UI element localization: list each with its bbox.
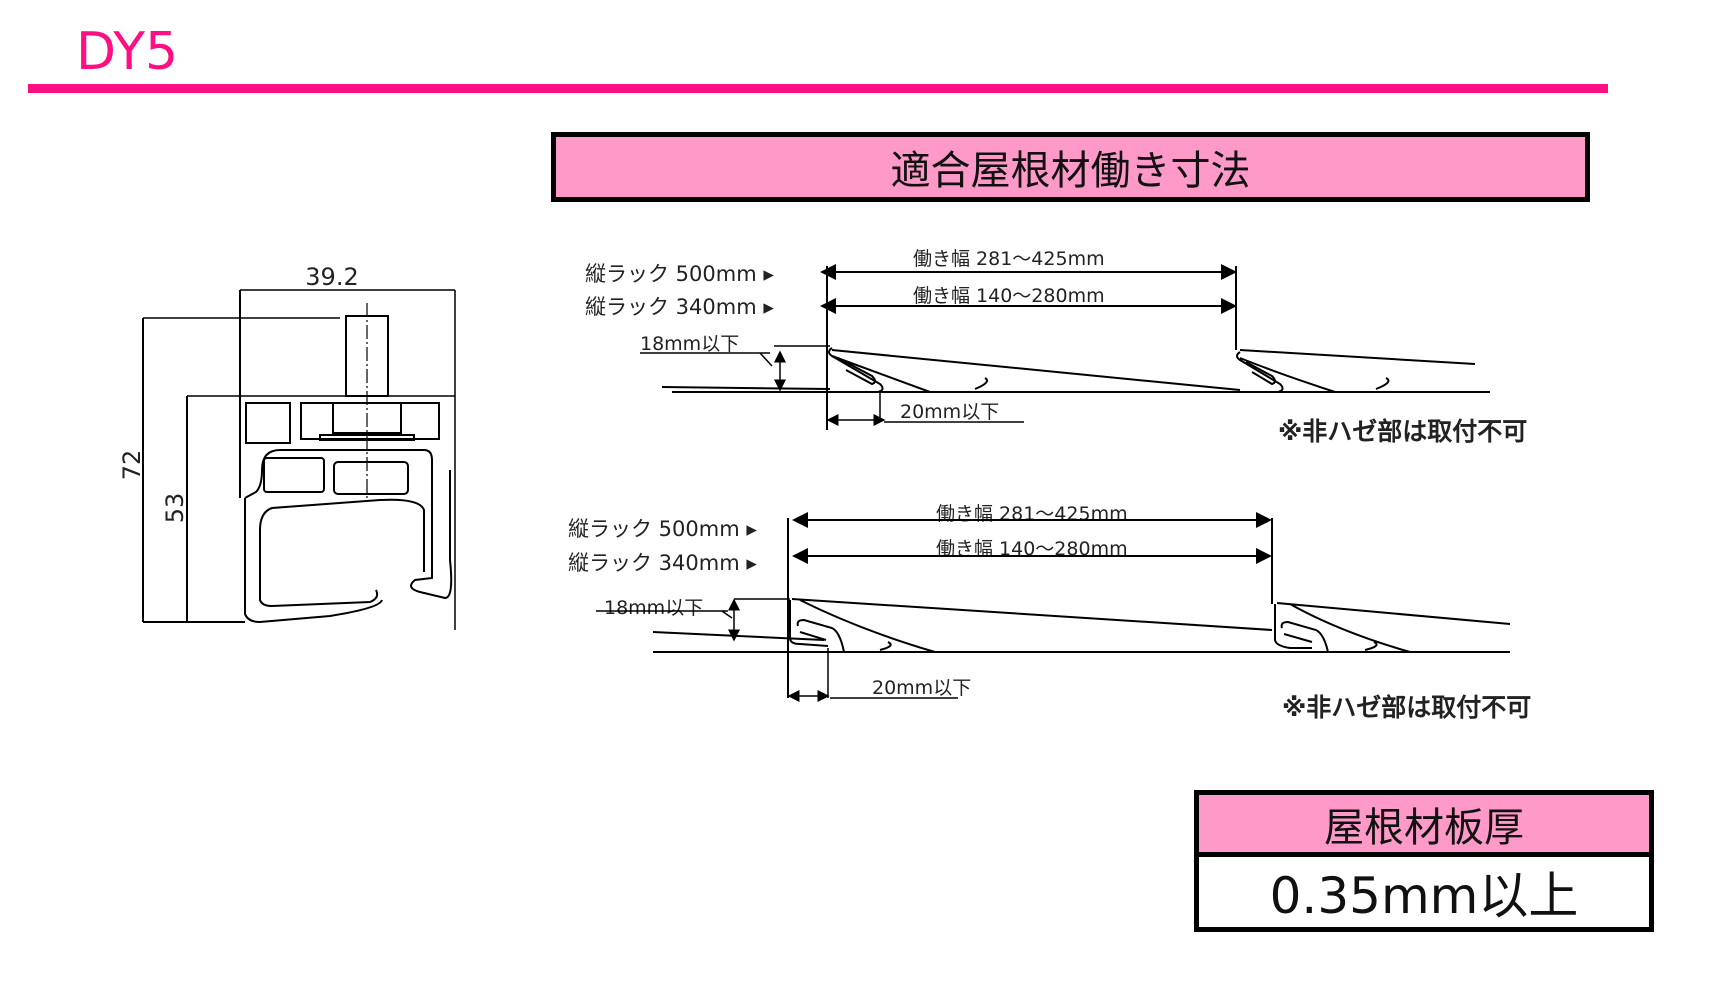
rail-cross-section [142, 289, 456, 630]
inner-cavity-right [379, 498, 425, 572]
nut-upper [332, 402, 402, 434]
underlap-line [652, 631, 825, 641]
dim-label-width: 39.2 [305, 263, 358, 291]
section-title-box: 適合屋根材働き寸法 [551, 132, 1590, 202]
seam-height-label: 18mm以下 [640, 333, 739, 355]
seam-depth-label: 20mm以下 [872, 677, 971, 699]
rail-body [244, 449, 453, 600]
seam-height-leader-diag [721, 610, 733, 619]
inner-slot-left [263, 457, 325, 493]
roof-panel-1 [789, 598, 1273, 653]
roof-panel-2 [1236, 349, 1476, 393]
thickness-table: 屋根材板厚 0.35mm以上 [1194, 790, 1654, 932]
thickness-table-header: 屋根材板厚 [1199, 795, 1649, 857]
nut-lower [333, 461, 409, 495]
seam-fold-2 [1245, 361, 1276, 386]
title-underline [28, 84, 1608, 93]
rack-500-label: 縦ラック 500mm ▸ [585, 262, 774, 286]
roof-panel-1 [828, 347, 1241, 393]
seam-fold-2 [1280, 620, 1329, 653]
seam-fold-1 [796, 618, 845, 653]
underlap-line [661, 386, 831, 390]
dim-label-72: 72 [118, 450, 146, 481]
dim-label-53: 53 [161, 493, 189, 524]
seam-diagram-1: 縦ラック 500mm ▸ 縦ラック 340mm ▸ 働き幅 281～425mm … [585, 248, 1527, 446]
inner-cavity [259, 499, 381, 608]
seam-height-label: 18mm以下 [604, 597, 703, 619]
seam-depth-label: 20mm以下 [900, 401, 999, 423]
seam-fold-1 [837, 357, 876, 386]
rack-340-label: 縦ラック 340mm ▸ [585, 295, 774, 319]
thickness-table-value: 0.35mm以上 [1199, 857, 1649, 927]
roof-panel-2 [1274, 602, 1511, 653]
seam-diagram-2: 縦ラック 500mm ▸ 縦ラック 340mm ▸ 働き幅 281～425mm … [568, 503, 1531, 722]
seam-height-leader-diag [759, 352, 773, 367]
page-title: DY5 [76, 22, 179, 82]
work-width-500: 働き幅 281～425mm [936, 503, 1128, 525]
rail-lower [244, 498, 383, 624]
note-text: ※非ハゼ部は取付不可 [1282, 693, 1531, 722]
work-width-340: 働き幅 140～280mm [913, 285, 1105, 307]
washer [319, 434, 415, 441]
small-square [245, 402, 291, 444]
rack-500-label: 縦ラック 500mm ▸ [568, 517, 757, 541]
rack-340-label: 縦ラック 340mm ▸ [568, 551, 757, 575]
note-text: ※非ハゼ部は取付不可 [1278, 417, 1527, 446]
work-width-500: 働き幅 281～425mm [913, 248, 1105, 270]
section-title: 適合屋根材働き寸法 [890, 148, 1251, 194]
